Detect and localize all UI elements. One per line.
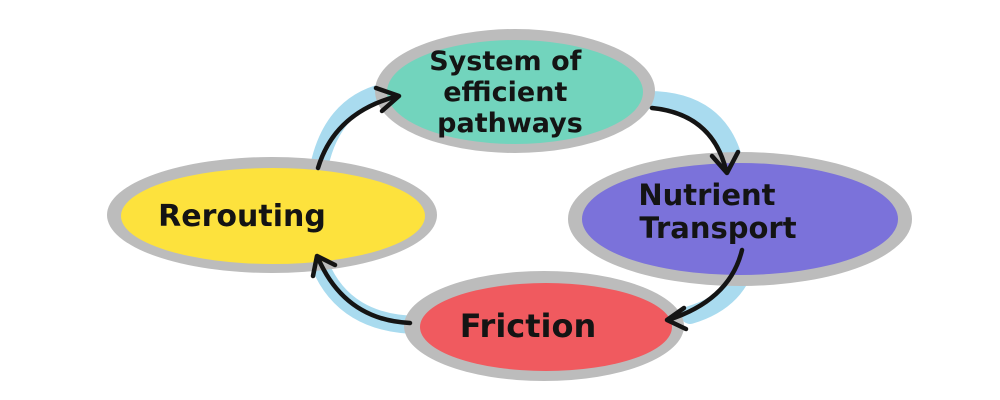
- node-label-line: Transport: [639, 211, 796, 245]
- node-blob: [121, 168, 425, 264]
- arrowhead: [310, 253, 338, 279]
- node-label-line: pathways: [437, 108, 583, 139]
- arrowhead: [664, 305, 689, 332]
- node-label: Rerouting: [158, 199, 326, 234]
- node-blob: [387, 40, 643, 144]
- node-label: Nutrient Transport: [638, 178, 796, 245]
- cycle-ring-segment: [639, 91, 744, 174]
- cycle-arrows: [310, 85, 745, 332]
- node-label-line: System of: [429, 46, 581, 77]
- arrow-system-to-nutrient: [649, 105, 729, 173]
- arrow-friction-to-rerouting: [315, 255, 413, 326]
- arrowhead: [373, 85, 402, 114]
- node-label-line: Nutrient: [638, 178, 775, 212]
- node-nutrient-transport: Nutrient Transport: [568, 152, 912, 286]
- node-system-of-efficient-pathways: System of efficient pathways: [375, 29, 655, 153]
- arrowhead: [709, 149, 741, 176]
- node-label: Friction: [460, 307, 597, 345]
- node-rerouting: Rerouting: [107, 157, 437, 273]
- node-blob: [582, 163, 898, 275]
- node-blob: [420, 283, 672, 371]
- node-label: System of efficient pathways: [429, 46, 591, 139]
- node-friction: Friction: [404, 271, 684, 381]
- arrow-rerouting-to-system: [315, 93, 401, 171]
- node-label-line: efficient: [443, 77, 567, 108]
- node-label-line: Friction: [460, 307, 597, 345]
- node-label-line: Rerouting: [158, 199, 326, 234]
- arrow-nutrient-to-friction: [665, 247, 745, 323]
